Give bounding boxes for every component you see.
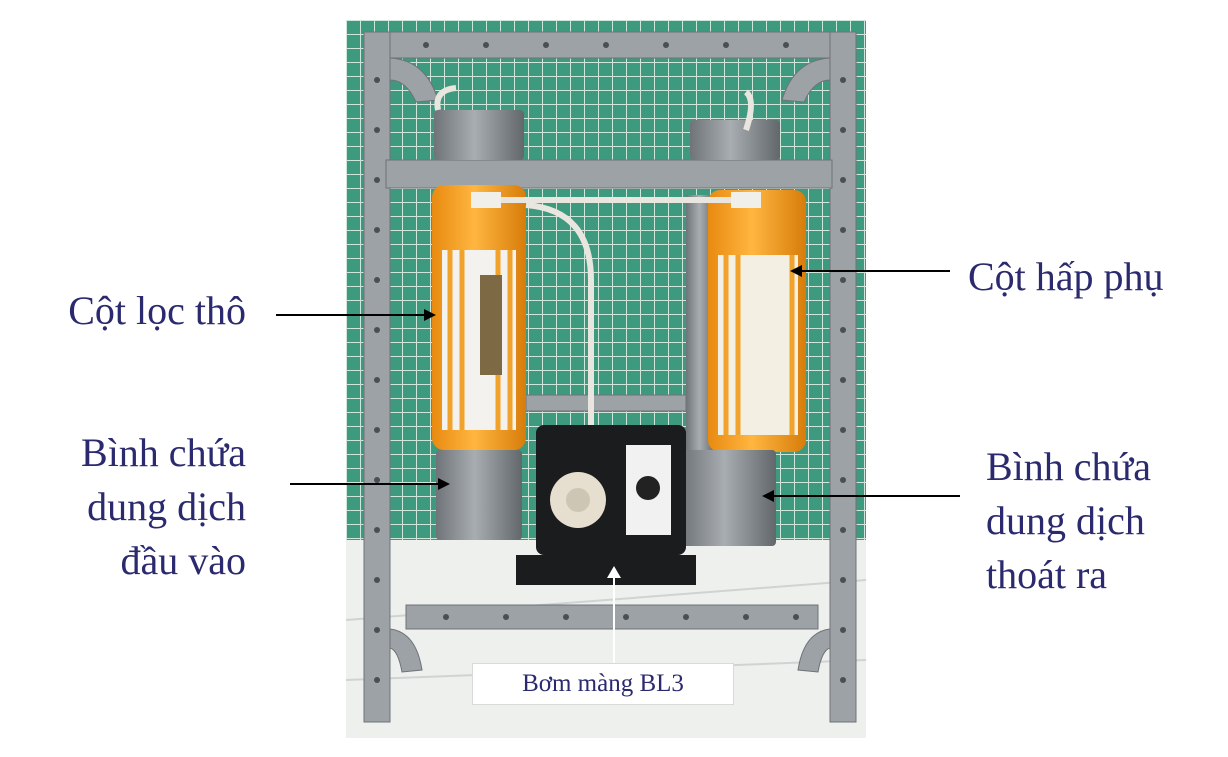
coarse-filter-column: [432, 110, 526, 540]
output-tank-arrow: [772, 495, 960, 497]
steel-frame: [363, 31, 857, 723]
coarse-filter-label: Cột lọc thô: [68, 288, 246, 333]
adsorption-column: [682, 120, 806, 546]
pump-label: Bơm màng BL3: [472, 663, 734, 705]
adsorption-column-arrowhead: [790, 265, 802, 277]
pump-arrow: [613, 568, 615, 663]
apparatus-photo: [346, 20, 866, 738]
coarse-filter-arrowhead: [424, 309, 436, 321]
adsorption-column-arrow: [800, 270, 950, 272]
adsorption-column-label: Cột hấp phụ: [968, 254, 1164, 299]
input-tank-arrow: [290, 483, 440, 485]
input-tank-label: Bình chứa dung dịch đầu vào: [81, 430, 246, 583]
coarse-filter-arrow: [276, 314, 426, 316]
output-tank-label: Bình chứa dung dịch thoát ra: [986, 444, 1151, 597]
pump-arrow-head: [607, 566, 621, 578]
diaphragm-pump: [516, 425, 696, 585]
output-tank-arrowhead: [762, 490, 774, 502]
input-tank-arrowhead: [438, 478, 450, 490]
